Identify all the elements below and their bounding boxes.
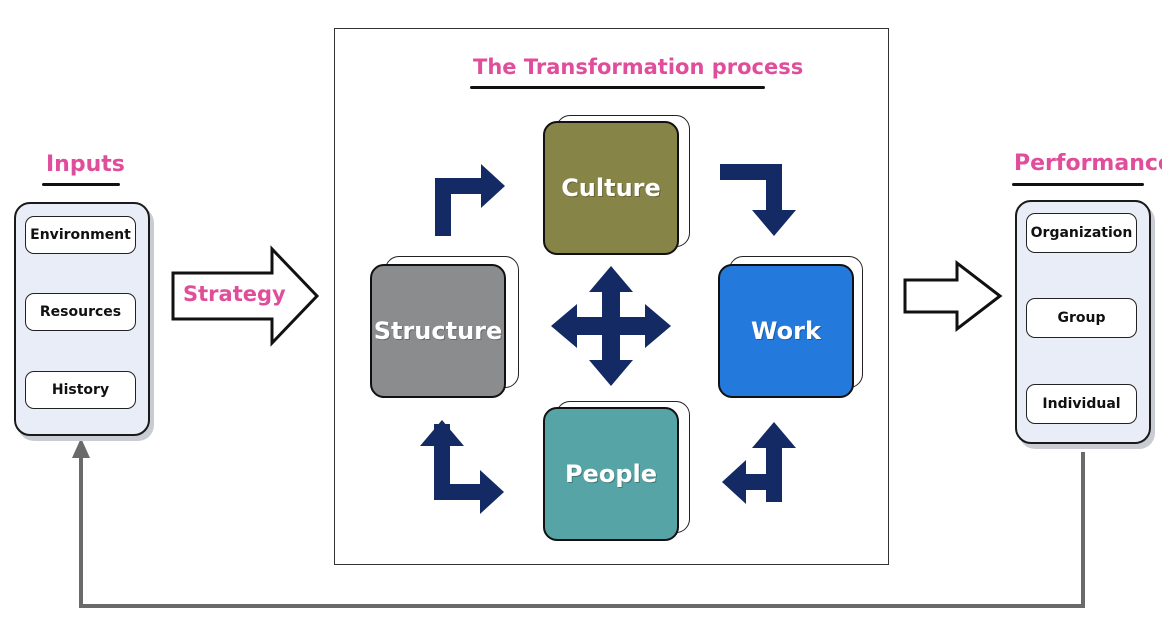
- cycle-arrow-bottom-left: [420, 420, 504, 514]
- cycle-arrow-top-left: [435, 164, 505, 236]
- performance-item-organization: Organization: [1026, 213, 1137, 253]
- people-card: People: [543, 407, 679, 541]
- culture-card: Culture: [543, 121, 679, 255]
- input-item-environment: Environment: [25, 216, 136, 254]
- structure-card: Structure: [370, 264, 506, 398]
- performance-title-underline: [1012, 183, 1144, 186]
- cycle-arrow-top-right: [720, 164, 796, 236]
- performance-item-individual: Individual: [1026, 384, 1137, 424]
- work-card: Work: [718, 264, 854, 398]
- strategy-label: Strategy: [183, 282, 286, 306]
- cycle-arrow-bottom-right: [722, 422, 796, 504]
- process-title: The Transformation process: [473, 55, 804, 79]
- process-title-underline: [470, 86, 765, 89]
- inputs-title-underline: [42, 183, 120, 186]
- input-item-history: History: [25, 371, 136, 409]
- strategy-arrow: [171, 245, 320, 347]
- input-item-resources: Resources: [25, 293, 136, 331]
- inputs-title: Inputs: [46, 152, 125, 177]
- four-way-arrow-icon: [551, 266, 671, 386]
- output-arrow: [903, 259, 1003, 333]
- performance-item-group: Group: [1026, 298, 1137, 338]
- performance-title: Performance: [1014, 151, 1162, 176]
